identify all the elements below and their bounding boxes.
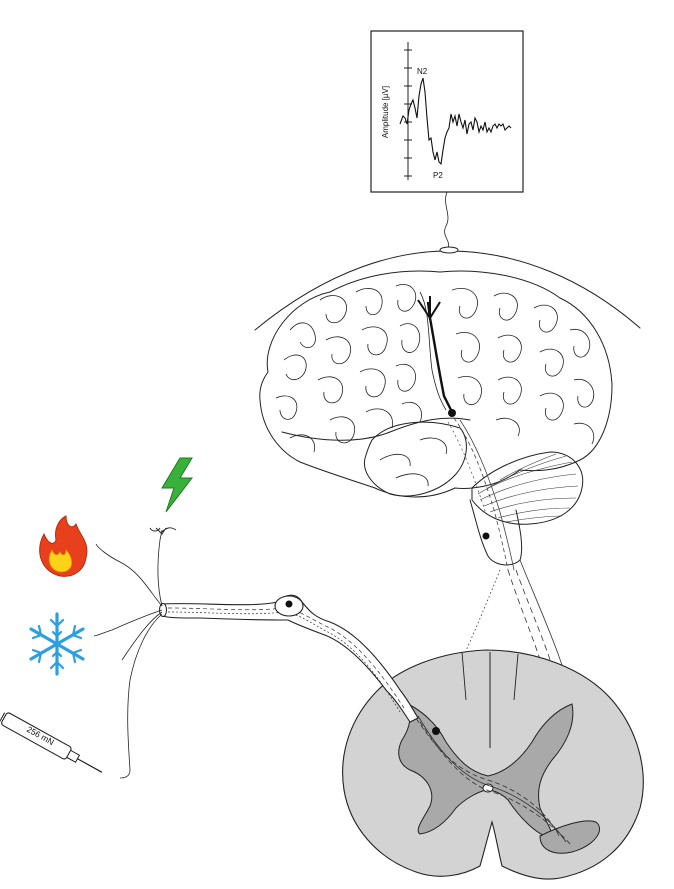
brainstem [469,499,523,566]
spinal-gray-matter [398,703,574,839]
cortical-neuron [417,296,456,417]
dorsal-horn-neuron [432,727,440,735]
flame-icon [39,515,88,577]
receptor-ending [149,527,177,535]
cerebellum-folia [477,453,579,523]
cerebral-gyri [275,284,595,453]
electrode-cable [444,191,449,249]
spinothalamic-tract-brain-2 [459,419,515,571]
spinothalamic-tract-brain [453,417,509,571]
nerve-sheath [161,594,419,723]
scalp-electrode [439,246,459,254]
nerve-cut-end [159,603,167,617]
lateral-spinothalamic-tract [539,820,601,854]
ganglion-cell [285,600,293,608]
temporal-gyri [379,437,448,487]
brainstem-neuron [482,532,490,540]
cerebrum-outline [259,270,613,498]
free-nerve-endings [93,529,163,779]
erp-peak-n2: N2 [417,67,428,76]
erp-plot: Amplitude [µV] N2 P2 [370,30,524,249]
erp-y-ticks [404,49,412,177]
peripheral-nerve [93,527,419,779]
lateral-fissure [281,417,471,441]
spinal-cord-section [342,649,644,880]
temporal-lobe [364,421,467,497]
erp-plot-frame [370,30,524,193]
lightning-icon [161,457,194,513]
snowflake-icon [29,612,85,676]
erp-waveform [399,77,512,166]
erp-y-axis-label: Amplitude [µV] [381,86,390,138]
erp-peak-p2: P2 [433,171,443,180]
scalp-outline [254,250,641,331]
pinprick-probe-icon [0,712,103,773]
brain [259,270,613,571]
